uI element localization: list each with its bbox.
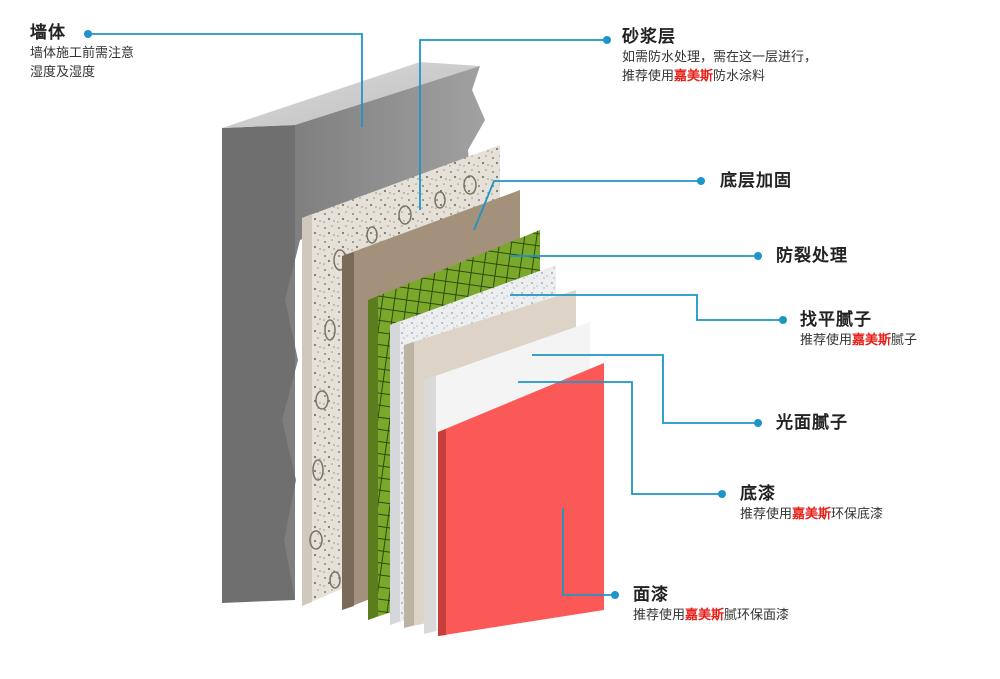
- label-mortar-desc-1: 如需防水处理，需在这一层进行，: [622, 50, 818, 65]
- label-leveling: 找平腻子 推荐使用嘉美斯腻子: [800, 309, 917, 350]
- brand-name: 嘉美斯: [685, 608, 725, 623]
- brand-name: 嘉美斯: [792, 507, 832, 522]
- label-crack-title: 防裂处理: [776, 246, 848, 266]
- label-topcoat: 面漆 推荐使用嘉美斯腻环保面漆: [633, 584, 789, 625]
- label-base-reinforce: 底层加固: [720, 170, 792, 192]
- desc-suffix: 防水涂料: [713, 69, 766, 84]
- desc-suffix: 腻子: [891, 333, 918, 348]
- label-primer: 底漆 推荐使用嘉美斯环保底漆: [740, 483, 883, 524]
- desc-prefix: 推荐使用: [800, 333, 853, 348]
- label-wall-title: 墙体: [30, 23, 66, 43]
- leader-dots: [84, 30, 787, 599]
- desc-prefix: 推荐使用: [633, 608, 686, 623]
- wall-block: [222, 62, 485, 603]
- label-mortar: 砂浆层 如需防水处理，需在这一层进行， 推荐使用嘉美斯防水涂料: [622, 26, 817, 86]
- label-wall-desc-2: 湿度及湿度: [30, 65, 96, 80]
- label-topcoat-desc: 推荐使用嘉美斯腻环保面漆: [633, 606, 789, 625]
- label-mortar-title: 砂浆层: [622, 27, 676, 47]
- label-wall: 墙体 墙体施工前需注意 湿度及湿度: [30, 22, 134, 82]
- label-topcoat-title: 面漆: [633, 585, 669, 605]
- leader-primer: [518, 381, 722, 495]
- label-crack: 防裂处理: [776, 245, 848, 267]
- label-smooth-title: 光面腻子: [776, 413, 848, 433]
- brand-name: 嘉美斯: [674, 69, 714, 84]
- label-mortar-desc-2: 推荐使用嘉美斯防水涂料: [622, 67, 817, 86]
- label-base-reinforce-title: 底层加固: [720, 171, 792, 191]
- desc-prefix: 推荐使用: [622, 69, 675, 84]
- label-leveling-title: 找平腻子: [800, 310, 872, 330]
- leader-smooth: [532, 354, 758, 424]
- label-wall-desc-1: 墙体施工前需注意: [30, 46, 135, 61]
- leader-wall: [88, 33, 363, 127]
- desc-suffix: 环保底漆: [831, 507, 884, 522]
- desc-suffix: 腻环保面漆: [724, 608, 790, 623]
- leader-lines: [88, 33, 783, 596]
- leader-topcoat: [562, 508, 615, 596]
- desc-prefix: 推荐使用: [740, 507, 793, 522]
- label-smooth: 光面腻子: [776, 412, 848, 434]
- leader-leveling: [510, 294, 783, 321]
- leader-mortar: [419, 39, 607, 210]
- label-primer-desc: 推荐使用嘉美斯环保底漆: [740, 505, 883, 524]
- label-leveling-desc: 推荐使用嘉美斯腻子: [800, 331, 917, 350]
- label-primer-title: 底漆: [740, 484, 776, 504]
- brand-name: 嘉美斯: [852, 333, 892, 348]
- leader-base: [473, 180, 701, 231]
